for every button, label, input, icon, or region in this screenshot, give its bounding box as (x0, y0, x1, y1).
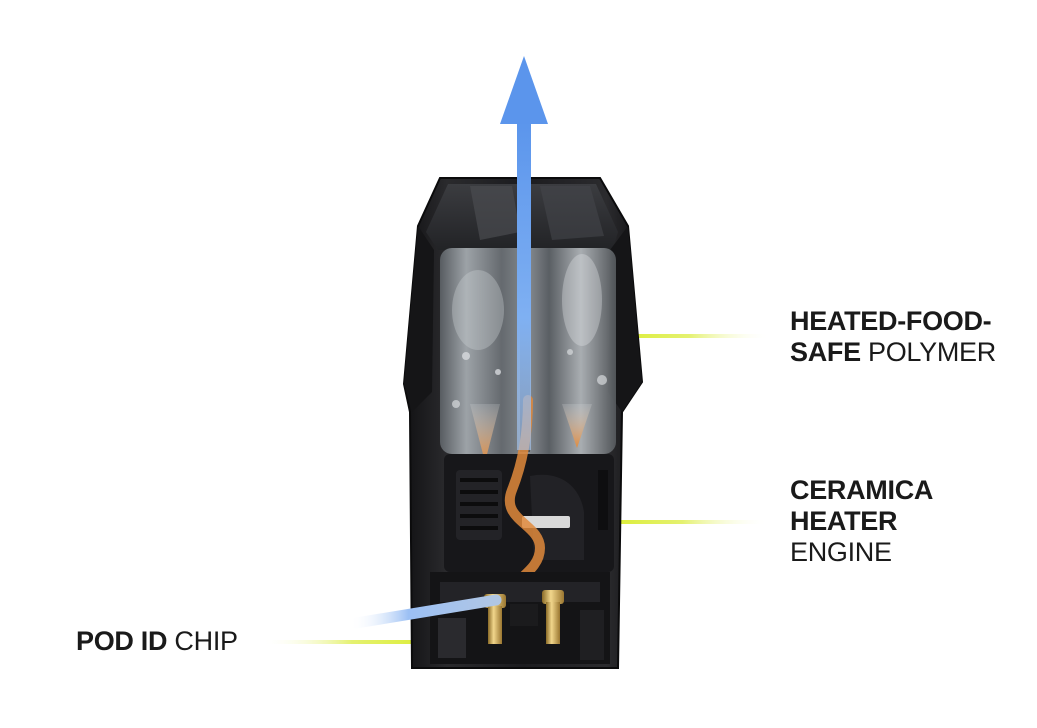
label-polymer-line1: HEATED-FOOD- (790, 306, 992, 336)
pogo-pin-icon (484, 590, 564, 644)
heater-engine-housing (444, 454, 614, 572)
label-chip-regular: CHIP (167, 626, 238, 656)
label-heated-food-safe-polymer: HEATED-FOOD- SAFE POLYMER (790, 306, 996, 368)
label-polymer-line2-bold: SAFE (790, 337, 861, 367)
label-ceramica-heater-engine: CERAMICA HEATER ENGINE (790, 475, 933, 568)
leader-line-heater (578, 520, 768, 524)
label-chip-bold: POD ID (76, 626, 168, 656)
label-polymer-line2-regular: POLYMER (860, 337, 996, 367)
label-pod-id-chip: POD ID CHIP (76, 626, 238, 657)
ceramic-heater-plate (522, 516, 570, 528)
label-heater-line1: CERAMICA (790, 475, 934, 505)
drip-right (562, 404, 592, 448)
drip-left (470, 404, 500, 462)
leader-line-polymer (590, 334, 770, 338)
air-intake-path (344, 594, 502, 630)
label-heater-line3: ENGINE (790, 537, 892, 567)
pod-base (430, 572, 610, 664)
leader-line-chip (262, 640, 462, 644)
arrow-up-icon (500, 56, 548, 450)
label-heater-line2: HEATER (790, 506, 898, 536)
